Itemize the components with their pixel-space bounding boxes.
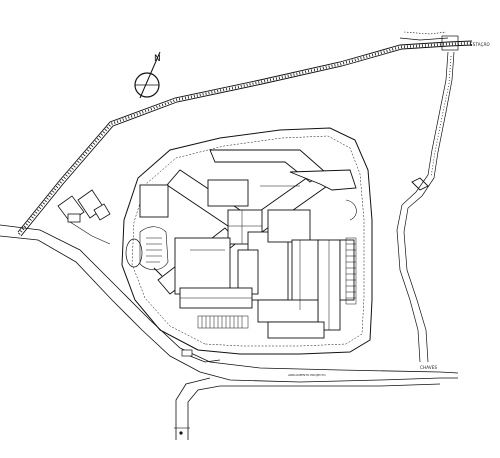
garden-terraces	[146, 237, 162, 263]
outbuilding-4	[67, 213, 81, 223]
access-road-east	[187, 383, 441, 440]
parking-east-lot	[345, 237, 357, 305]
main-road-north-edge	[0, 224, 459, 374]
north-label: N	[154, 54, 161, 64]
parking-south	[197, 315, 249, 329]
parking-east	[345, 237, 357, 305]
access-road-west	[175, 377, 211, 440]
stream-culvert	[411, 177, 429, 191]
railway-embankment	[403, 31, 447, 35]
road-label-projecto: ARRUAMENTO PROJECTO	[288, 373, 326, 377]
west-access-path	[69, 221, 111, 245]
railway-rail-inner	[20, 44, 473, 237]
west-outbuildings	[57, 189, 111, 223]
parking-lot	[197, 315, 249, 329]
perimeter-wall	[121, 127, 373, 355]
west-court-block	[174, 237, 231, 295]
station-label: ESTAÇÃO	[470, 42, 490, 47]
parking-east-stalls	[346, 243, 356, 299]
stream-bank-right	[403, 51, 455, 363]
garden-outline	[139, 226, 169, 271]
road-marker-icon	[179, 431, 183, 435]
railway-rail-outer	[17, 40, 473, 233]
north-court-block	[207, 179, 249, 207]
gatehouse	[181, 349, 193, 357]
outbuilding-3	[93, 203, 111, 221]
railway-line	[17, 31, 473, 237]
north-needle	[139, 51, 161, 99]
east-block	[291, 239, 321, 311]
north-arrow: N	[134, 51, 161, 99]
road-network	[0, 224, 459, 440]
east-service-strip	[339, 239, 355, 301]
north-block	[209, 149, 326, 183]
railway-bridge	[441, 35, 459, 51]
site-perimeter	[121, 127, 373, 355]
main-building	[139, 149, 357, 339]
terraced-garden	[139, 226, 169, 277]
stream-bank-left	[396, 51, 449, 363]
main-road-south-edge	[0, 235, 458, 383]
south-east-block	[257, 299, 319, 323]
central-annex	[237, 249, 259, 295]
stream	[396, 51, 455, 363]
road-link	[189, 355, 221, 363]
west-block	[139, 184, 169, 218]
oval-garden	[125, 238, 143, 268]
east-block-north	[267, 209, 311, 243]
south-outbuilding	[267, 321, 325, 339]
railway-siding	[399, 37, 449, 41]
perimeter-inner-path	[131, 135, 365, 347]
east-driveway-loop	[345, 199, 357, 221]
parking-stalls	[201, 316, 243, 328]
garden-path	[153, 267, 163, 277]
building-partitions	[180, 185, 330, 330]
road-label-chaves: CHAVES	[420, 365, 438, 370]
northeast-block	[289, 169, 357, 191]
stream-water	[430, 55, 452, 178]
